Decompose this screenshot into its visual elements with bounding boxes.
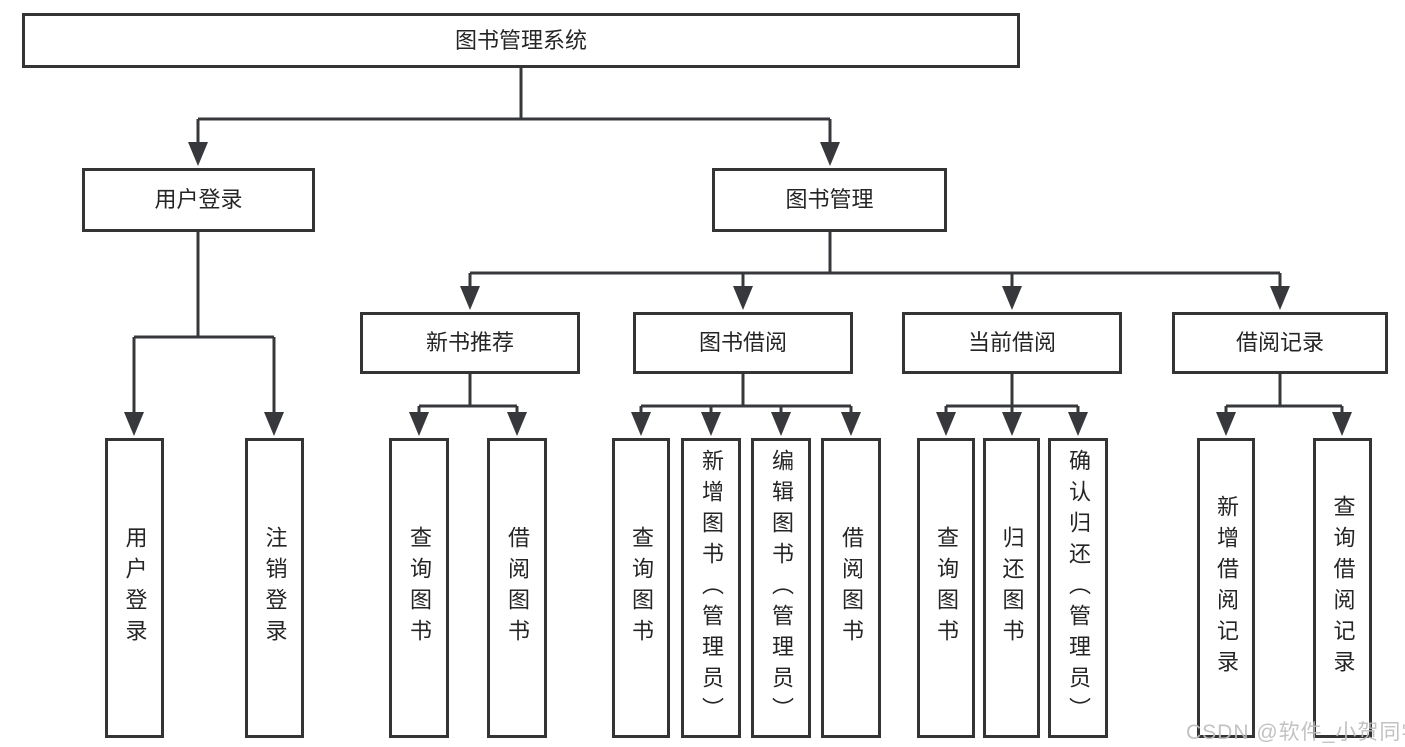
node-user-login: 用户登录	[82, 168, 315, 232]
leaf-confirm-return-admin: 确认归还（管理员）	[1048, 438, 1108, 738]
leaf-edit-book-admin: 编辑图书（管理员）	[751, 438, 811, 738]
leaf-return-book: 归还图书	[983, 438, 1040, 738]
leaf-query-books-2: 查询图书	[612, 438, 670, 738]
leaf-add-borrow-record: 新增借阅记录	[1197, 438, 1255, 738]
node-book-management: 图书管理	[712, 168, 947, 232]
csdn-watermark: CSDN @软件_小贺同学	[1186, 721, 1405, 744]
leaf-logout-login: 注销登录	[245, 438, 304, 738]
node-library-system: 图书管理系统	[22, 13, 1020, 68]
node-new-book-recommend: 新书推荐	[360, 312, 580, 374]
leaf-query-books-1: 查询图书	[389, 438, 449, 738]
leaf-borrow-books-2: 借阅图书	[821, 438, 881, 738]
node-current-borrowing: 当前借阅	[902, 312, 1122, 374]
leaf-query-books-3: 查询图书	[917, 438, 975, 738]
node-book-borrowing: 图书借阅	[633, 312, 853, 374]
node-borrowing-records: 借阅记录	[1172, 312, 1388, 374]
leaf-user-login: 用户登录	[105, 438, 164, 738]
leaf-query-borrow-record: 查询借阅记录	[1313, 438, 1372, 738]
leaf-borrow-books-1: 借阅图书	[487, 438, 547, 738]
leaf-add-book-admin: 新增图书（管理员）	[681, 438, 741, 738]
